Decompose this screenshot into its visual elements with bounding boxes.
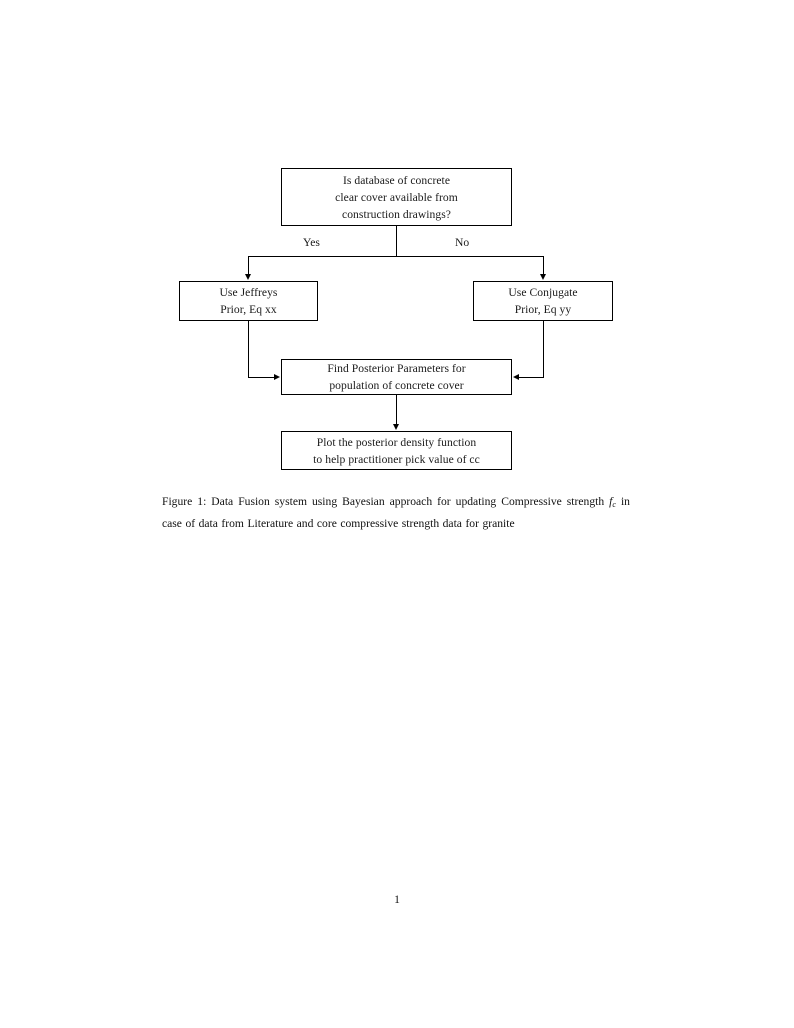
flow-node-decision-line-3: construction drawings?	[342, 207, 451, 221]
arrow-conjugate-to-posterior-icon	[512, 374, 519, 381]
edge-conjugate-down	[543, 321, 544, 378]
figure-caption-label: Figure 1:	[162, 495, 207, 508]
arrow-yes-to-jeffreys-icon	[244, 274, 251, 280]
edge-jeffreys-down	[248, 321, 249, 378]
flow-node-decision-line-1: Is database of concrete	[342, 173, 451, 187]
flow-node-jeffreys-prior: Use Jeffreys Prior, Eq xx	[179, 281, 318, 321]
arrow-jeffreys-to-posterior-icon	[274, 374, 280, 381]
figure-caption-text-before: Data Fusion system using Bayesian approa…	[206, 495, 610, 508]
figure-caption: Figure 1: Data Fusion system using Bayes…	[162, 492, 630, 533]
page-number: 1	[394, 893, 400, 906]
arrow-posterior-to-plot-icon	[392, 424, 399, 430]
edge-decision-stem	[396, 226, 397, 257]
flow-node-plot-posterior-density: Plot the posterior density function to h…	[281, 431, 512, 470]
edge-conjugate-across	[519, 377, 543, 378]
edge-branch-bar	[248, 256, 544, 257]
flow-node-decision: Is database of concrete clear cover avai…	[281, 168, 512, 226]
branch-label-no: No	[455, 236, 470, 249]
edge-posterior-to-plot	[396, 395, 397, 425]
flow-node-conjugate-line-1: Use Conjugate	[508, 286, 578, 299]
figure-caption-math-symbol: f	[609, 495, 613, 508]
branch-label-yes: Yes	[303, 236, 320, 249]
edge-no-drop	[543, 256, 544, 275]
flow-node-jeffreys-line-2: Prior, Eq xx	[220, 303, 277, 316]
arrow-no-to-conjugate-icon	[539, 274, 546, 280]
edge-jeffreys-across	[248, 377, 274, 378]
flow-node-conjugate-prior: Use Conjugate Prior, Eq yy	[473, 281, 613, 321]
flow-node-conjugate-line-2: Prior, Eq yy	[514, 303, 572, 316]
flow-node-posterior-line-1: Find Posterior Parameters for	[327, 362, 466, 375]
flow-node-find-posterior-parameters: Find Posterior Parameters for population…	[281, 359, 512, 395]
flow-node-plot-line-2: to help practitioner pick value of cc	[313, 452, 480, 466]
flow-node-jeffreys-line-1: Use Jeffreys	[219, 286, 278, 299]
flow-node-posterior-line-2: population of concrete cover	[329, 379, 464, 392]
figure-caption-math-subscript: c	[612, 499, 616, 509]
flow-node-decision-line-2: clear cover available from	[335, 190, 458, 204]
edge-yes-drop	[248, 256, 249, 275]
figure-flowchart: Is database of concrete clear cover avai…	[0, 0, 794, 490]
flow-node-plot-line-1: Plot the posterior density function	[316, 435, 477, 449]
figure-caption-text-after: in case of data from Literature and core…	[162, 495, 630, 530]
